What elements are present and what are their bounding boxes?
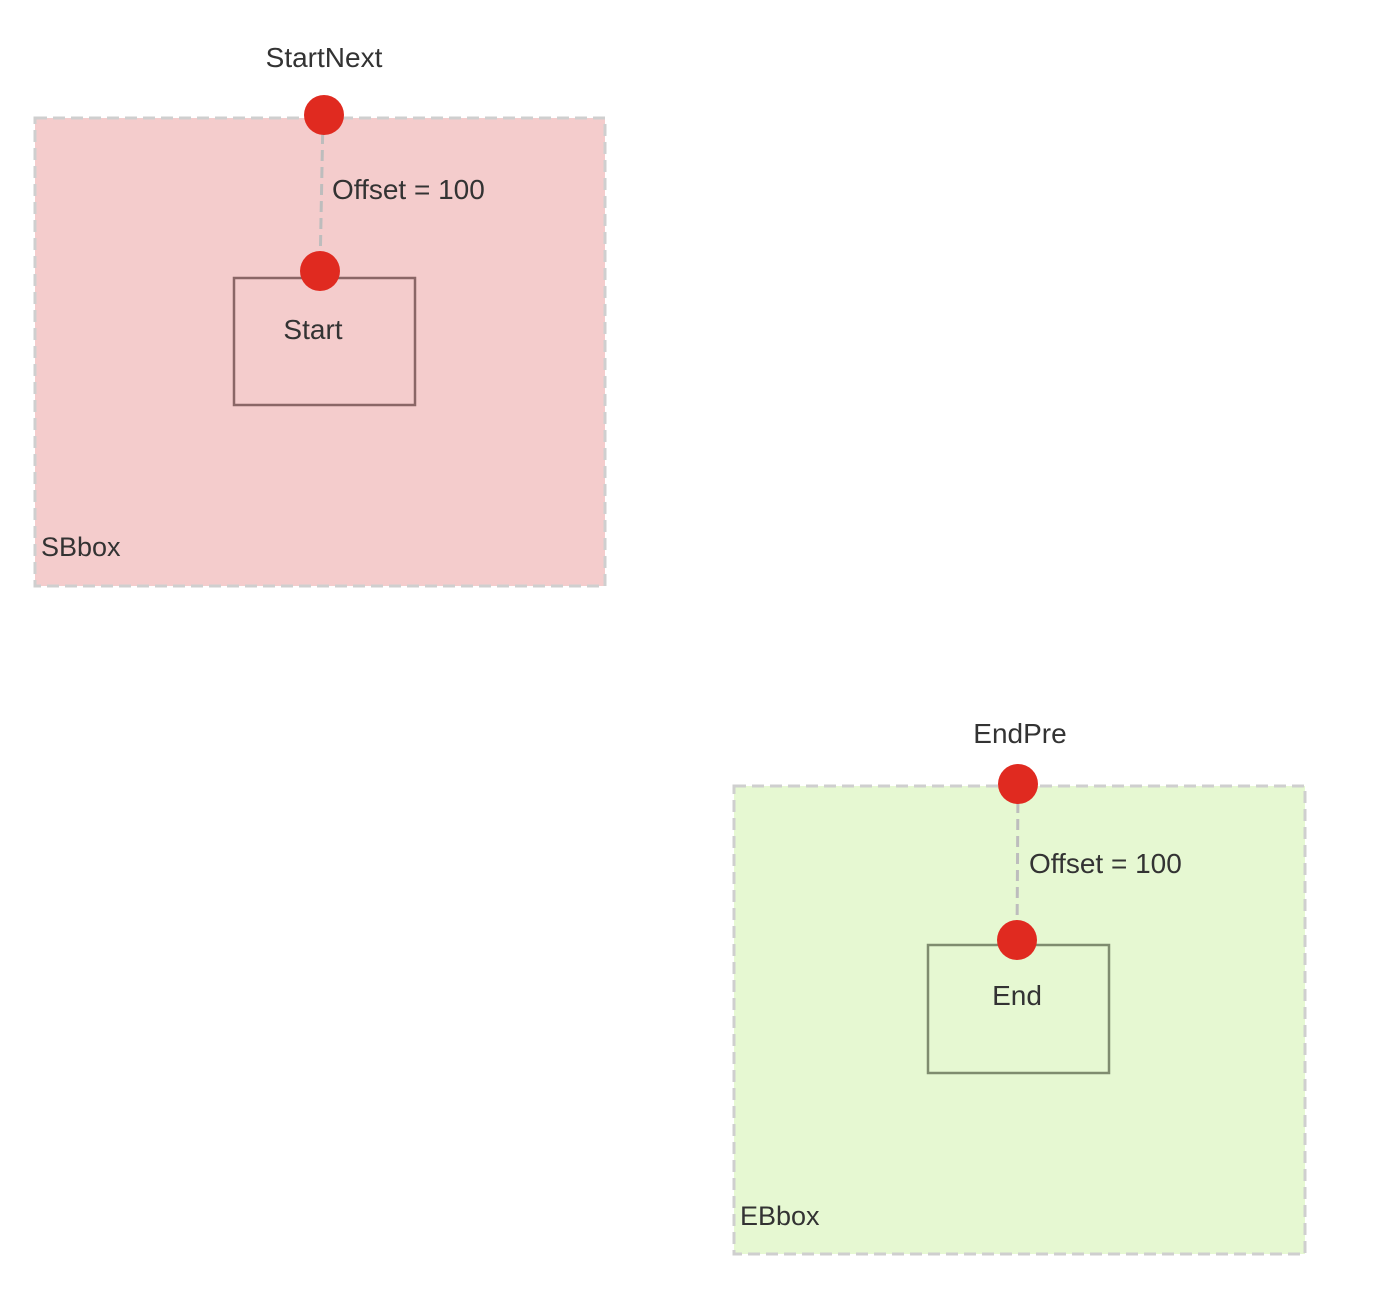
start-anchor-point[interactable] (300, 251, 340, 291)
start-group: SBbox Start Offset = 100 StartNext (33, 42, 607, 588)
sbbox-label: SBbox (41, 532, 121, 562)
end-anchor-point[interactable] (997, 920, 1037, 960)
end-node[interactable] (926, 943, 1111, 1075)
endpre-label: EndPre (973, 718, 1066, 749)
start-offset-label: Offset = 100 (332, 174, 485, 205)
start-node[interactable] (232, 276, 417, 407)
end-group: EBbox End Offset = 100 EndPre (732, 718, 1307, 1256)
startnext-point[interactable] (304, 95, 344, 135)
startnext-label: StartNext (266, 42, 383, 73)
end-node-label: End (992, 980, 1042, 1011)
start-offset-line (318, 115, 325, 272)
endpre-point[interactable] (998, 764, 1038, 804)
end-offset-line (1015, 784, 1020, 941)
start-node-label: Start (283, 314, 342, 345)
ebbox-label: EBbox (740, 1201, 820, 1231)
end-offset-label: Offset = 100 (1029, 848, 1182, 879)
